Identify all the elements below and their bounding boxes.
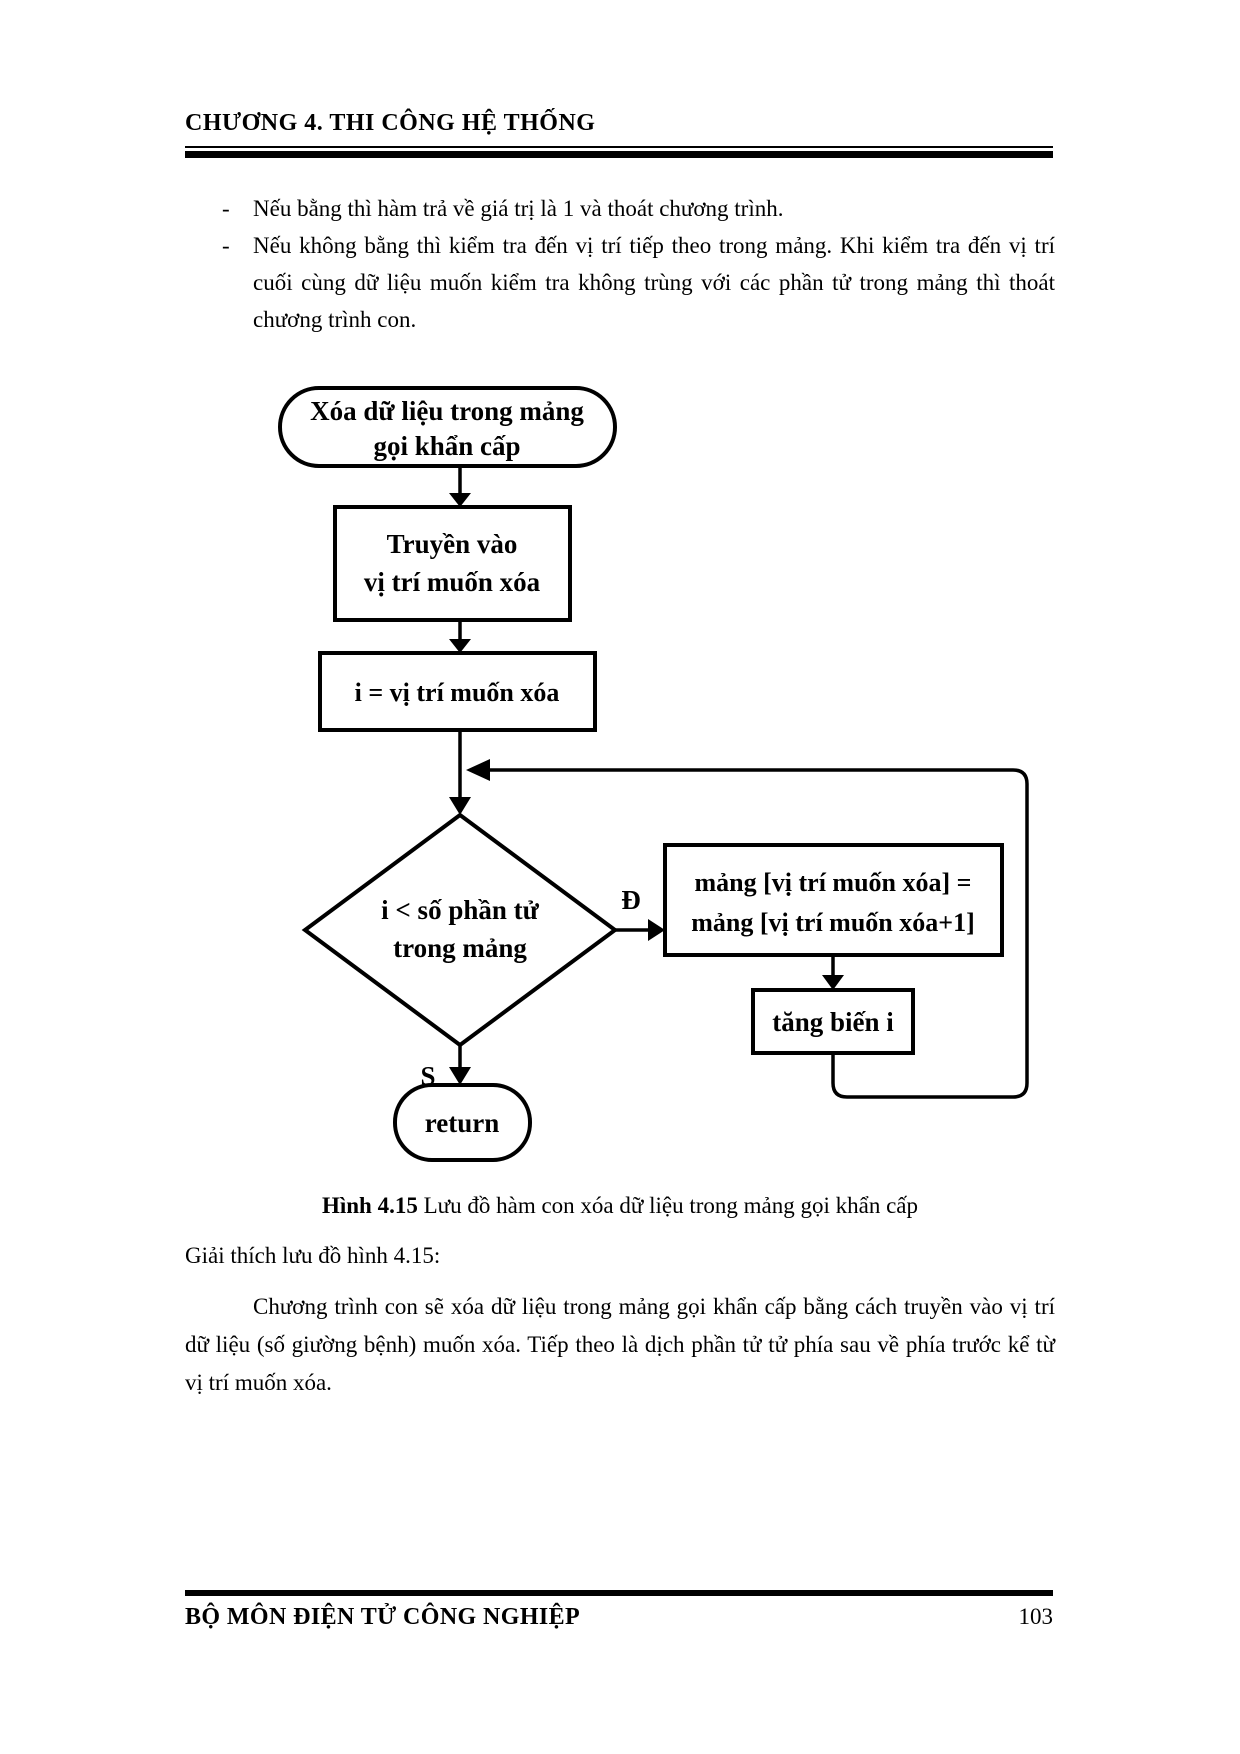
bullet-marker: -: [222, 233, 230, 258]
branch-no-label: S: [420, 1061, 435, 1091]
decision-diamond: [301, 812, 619, 1048]
shift-box-label-line2: mảng [vị trí muốn xóa+1]: [691, 908, 974, 937]
branch-yes-label: Đ: [621, 885, 641, 915]
start-terminal-label-line1: Xóa dữ liệu trong mảng: [310, 396, 584, 426]
loop-arrowhead: [466, 759, 490, 781]
loop-connector: [490, 768, 1029, 1099]
increment-process-box: [751, 988, 915, 1055]
bullet-text: Nếu bằng thì hàm trả về giá trị là 1 và …: [253, 196, 784, 221]
shift-box-label-line1: mảng [vị trí muốn xóa] =: [695, 868, 972, 897]
input-box-label-line1: Truyền vào: [387, 529, 518, 559]
arrowhead: [449, 493, 471, 507]
arrowhead: [822, 975, 844, 990]
bullet-text: Nếu không bằng thì kiểm tra đến vị trí t…: [253, 233, 1055, 332]
header-rule-thick: [185, 151, 1053, 158]
arrowhead: [648, 919, 665, 941]
figure-caption: Hình 4.15 Lưu đồ hàm con xóa dữ liệu tro…: [185, 1193, 1055, 1219]
return-terminal-label: return: [425, 1108, 500, 1138]
flowchart-figure: Xóa dữ liệu trong mảng gọi khẩn cấp Truy…: [278, 386, 1029, 1162]
assign-process-box: [318, 651, 597, 732]
figure-caption-text: Lưu đồ hàm con xóa dữ liệu trong mảng gọ…: [423, 1193, 919, 1218]
start-terminal-label-line2: gọi khẩn cấp: [373, 431, 520, 461]
bullet-item-1: - Nếu bằng thì hàm trả về giá trị là 1 v…: [222, 190, 1055, 227]
explanation-paragraph: Chương trình con sẽ xóa dữ liệu trong mả…: [185, 1294, 1055, 1395]
arrowhead: [449, 639, 471, 653]
input-process-box: [333, 505, 572, 622]
footer-rule: [185, 1590, 1053, 1596]
explanation-heading: Giải thích lưu đồ hình 4.15:: [185, 1243, 441, 1268]
arrowhead: [449, 797, 471, 815]
return-terminal: [393, 1083, 532, 1162]
header-rule-thin: [185, 146, 1053, 148]
shift-process-box: [663, 843, 1004, 957]
start-terminal: [278, 386, 617, 468]
assign-box-label: i = vị trí muốn xóa: [355, 678, 560, 707]
bullet-item-2: - Nếu không bằng thì kiểm tra đến vị trí…: [222, 227, 1055, 338]
figure-caption-label: Hình 4.15: [321, 1193, 418, 1218]
decision-label-line1: i < số phần tử: [381, 895, 539, 925]
chapter-title: CHƯƠNG 4. THI CÔNG HỆ THỐNG: [185, 110, 596, 136]
input-box-label-line2: vị trí muốn xóa: [364, 567, 541, 597]
arrowhead: [449, 1067, 471, 1085]
footer-page-number: 103: [1018, 1604, 1054, 1629]
increment-box-label: tăng biến i: [772, 1007, 894, 1037]
page-footer: BỘ MÔN ĐIỆN TỬ CÔNG NGHIỆP 103: [185, 1604, 1053, 1631]
bullet-marker: -: [222, 196, 230, 221]
decision-label-line2: trong mảng: [393, 933, 527, 963]
footer-department: BỘ MÔN ĐIỆN TỬ CÔNG NGHIỆP: [185, 1604, 581, 1630]
